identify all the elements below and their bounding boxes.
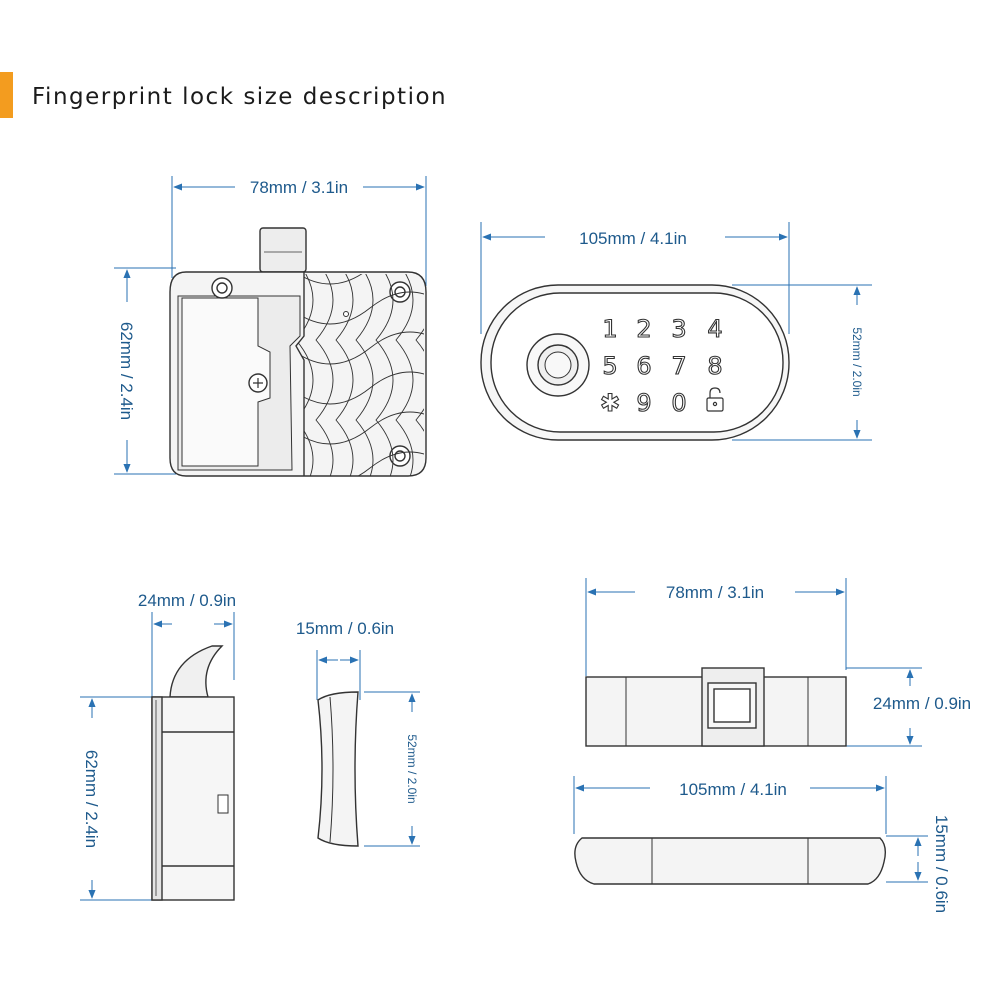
front-height-label: 62mm / 2.4in bbox=[117, 322, 136, 420]
keypad-key-6: 7 bbox=[671, 352, 686, 380]
keypad-key-9: 9 bbox=[636, 389, 651, 417]
panel-side-height-label: 52mm / 2.0in bbox=[405, 734, 419, 803]
panel-side-view: 15mm / 0.6in 52mm / 2.0in bbox=[296, 619, 420, 847]
front-width-label: 78mm / 3.1in bbox=[250, 178, 348, 197]
title-accent-bar bbox=[0, 72, 13, 118]
keypad-height-dimension bbox=[732, 284, 872, 441]
top-width-dimension bbox=[585, 578, 847, 676]
keypad-key-4: 5 bbox=[602, 352, 617, 380]
top-height-dimension bbox=[846, 667, 922, 747]
page-title: Fingerprint lock size description bbox=[32, 84, 448, 110]
keypad-width-dimension bbox=[480, 222, 790, 334]
panel-side-width-dimension bbox=[316, 650, 361, 700]
panel-top-width-label: 105mm / 4.1in bbox=[679, 780, 787, 799]
keypad-panel bbox=[480, 284, 790, 441]
lock-icon bbox=[706, 387, 724, 412]
keypad-height-label: 52mm / 2.0in bbox=[850, 327, 864, 396]
lock-top-body bbox=[585, 667, 847, 747]
keypad-key-1: 2 bbox=[636, 315, 651, 343]
keypad-key-5: 6 bbox=[636, 352, 651, 380]
top-view: 78mm / 3.1in 24mm / 0.9in bbox=[585, 578, 971, 747]
panel-side-width-label: 15mm / 0.6in bbox=[296, 619, 394, 638]
panel-side-height-dimension bbox=[364, 691, 420, 847]
top-height-label: 24mm / 0.9in bbox=[873, 694, 971, 713]
keypad-width-label: 105mm / 4.1in bbox=[579, 229, 687, 248]
keypad-key-2: 3 bbox=[671, 315, 686, 343]
keypad-key-8: ✱ bbox=[600, 389, 620, 417]
panel-side-profile bbox=[317, 691, 359, 847]
side-width-dimension bbox=[151, 612, 235, 700]
side-width-label: 24mm / 0.9in bbox=[138, 591, 236, 610]
keypad-key-0: 1 bbox=[602, 315, 617, 343]
keypad-key-10: 0 bbox=[671, 389, 686, 417]
grip-mesh-pattern bbox=[296, 274, 424, 476]
front-height-dimension bbox=[114, 267, 176, 475]
lock-side-body bbox=[151, 645, 235, 901]
lock-body bbox=[169, 227, 427, 477]
panel-top-height-label: 15mm / 0.6in bbox=[932, 815, 951, 913]
panel-top-width-dimension bbox=[573, 776, 887, 834]
side-height-dimension bbox=[80, 696, 158, 901]
top-width-label: 78mm / 3.1in bbox=[666, 583, 764, 602]
front-width-dimension bbox=[171, 176, 427, 286]
panel-top-profile bbox=[574, 837, 887, 885]
front-view: 78mm / 3.1in 62mm / 2.4in bbox=[114, 176, 427, 477]
panel-top-height-dimension bbox=[886, 835, 928, 883]
side-view: 24mm / 0.9in 62mm / 2.4in bbox=[80, 591, 236, 901]
panel-top-view: 105mm / 4.1in 15mm / 0.6in bbox=[573, 776, 951, 913]
side-height-label: 62mm / 2.4in bbox=[82, 750, 101, 848]
keypad-key-7: 8 bbox=[707, 352, 722, 380]
keypad-key-3: 4 bbox=[707, 315, 722, 343]
